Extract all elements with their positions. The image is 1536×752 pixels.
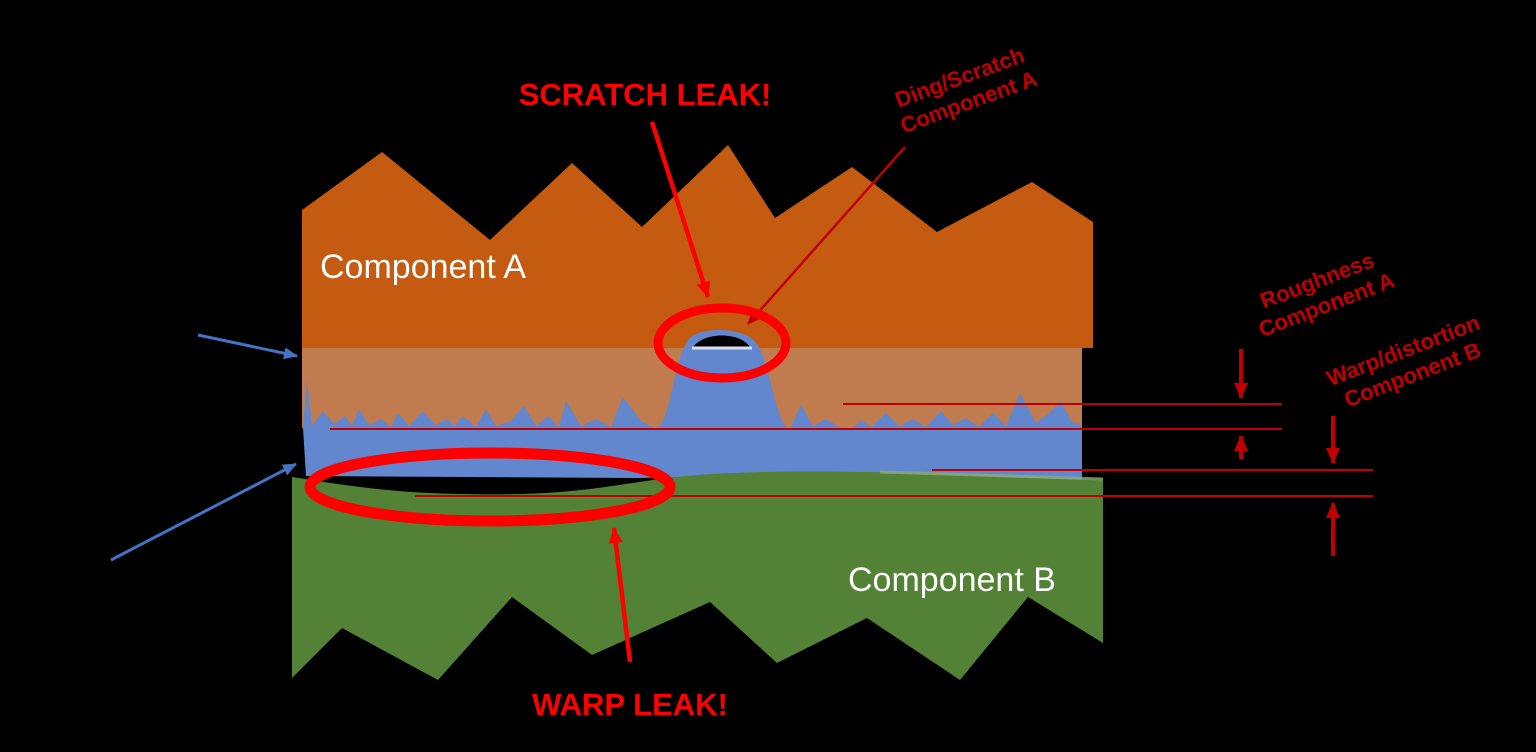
scratch-leak-ellipse [653, 303, 791, 383]
interface-pointer-arrow-upper [197, 333, 298, 360]
warp-leak-label: WARP LEAK! [532, 687, 728, 722]
component-a-body [302, 145, 1093, 348]
scratch-leak-arrow [649, 121, 711, 298]
ding-scratch-leader-arrow [747, 146, 906, 325]
warp-leak-arrow [608, 527, 633, 663]
interface-pointer-arrow-lower [110, 462, 297, 562]
component-a-label: Component A [320, 248, 526, 286]
warp-leak-ellipse [304, 447, 676, 527]
gasket-layer [303, 330, 1082, 480]
scratch-notch [692, 335, 751, 349]
component-b-top-highlight [879, 470, 1104, 481]
scratch-leak-label: SCRATCH LEAK! [519, 77, 772, 112]
component-b-label: Component B [848, 561, 1056, 599]
